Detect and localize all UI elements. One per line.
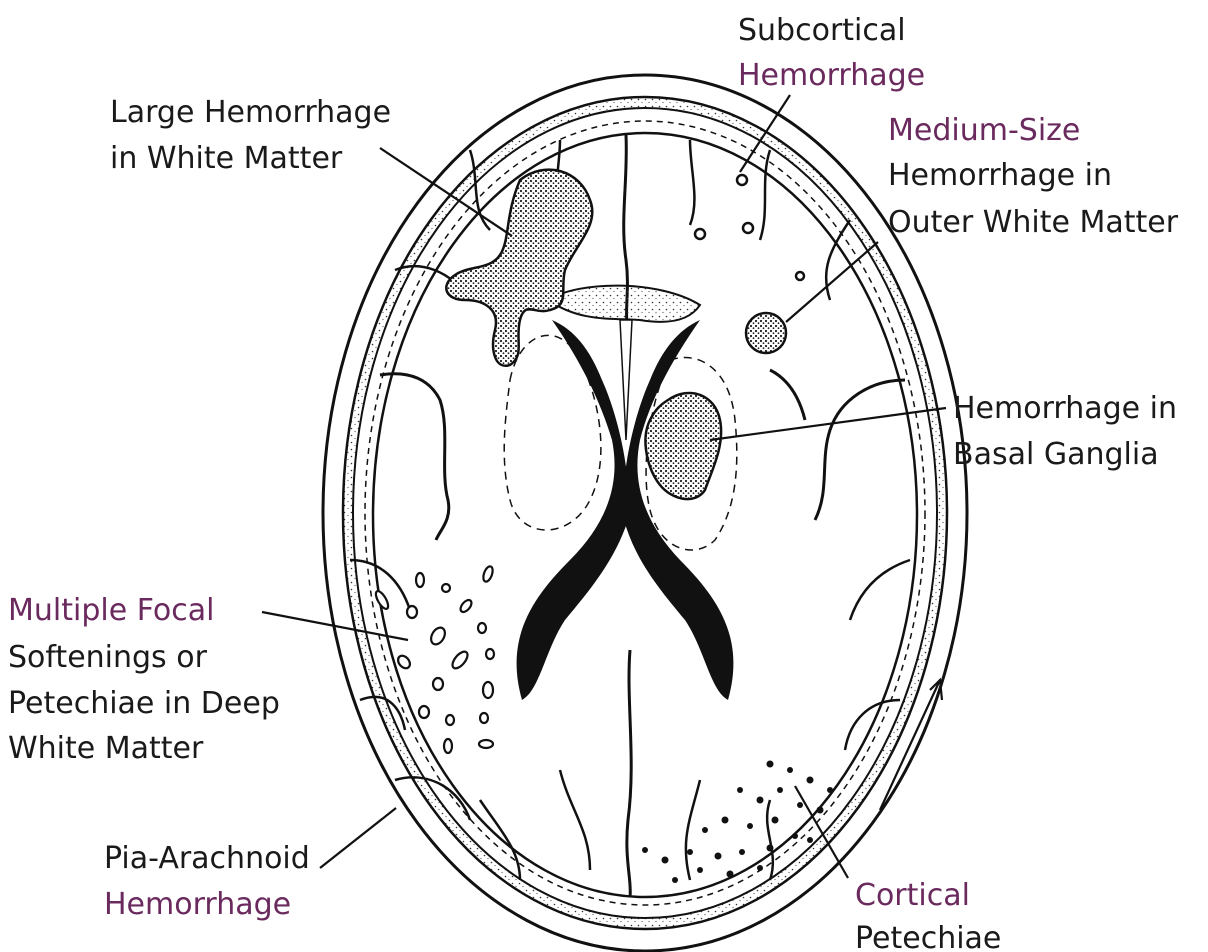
svg-text:Multiple Focal: Multiple Focal	[8, 593, 214, 628]
label-multiple-focal-softenings: Multiple Focal Softenings or Petechiae i…	[8, 593, 280, 766]
svg-text:Pia-Arachnoid: Pia-Arachnoid	[104, 841, 310, 876]
svg-text:White Matter: White Matter	[8, 731, 204, 766]
svg-text:Petechiae in Deep: Petechiae in Deep	[8, 686, 280, 721]
svg-text:Basal Ganglia: Basal Ganglia	[953, 437, 1159, 472]
label-subcortical-hemorrhage: Subcortical Hemorrhage	[738, 13, 925, 93]
svg-text:Hemorrhage in: Hemorrhage in	[953, 391, 1177, 426]
svg-text:Hemorrhage: Hemorrhage	[104, 887, 291, 922]
medium-outer-white-matter-hemorrhage	[746, 313, 786, 353]
label-medium-size-hemorrhage: Medium-Size Hemorrhage in Outer White Ma…	[888, 113, 1179, 240]
label-cortical-petechiae: Cortical Petechiae	[855, 878, 1001, 952]
svg-text:Cortical: Cortical	[855, 878, 970, 913]
svg-text:Petechiae: Petechiae	[855, 921, 1001, 952]
svg-text:Softenings or: Softenings or	[8, 640, 208, 675]
label-pia-arachnoid-hemorrhage: Pia-Arachnoid Hemorrhage	[104, 841, 310, 922]
svg-text:Outer White Matter: Outer White Matter	[888, 205, 1179, 240]
svg-text:Large Hemorrhage: Large Hemorrhage	[110, 95, 391, 130]
svg-text:Hemorrhage in: Hemorrhage in	[888, 158, 1112, 193]
label-large-hemorrhage-white-matter: Large Hemorrhage in White Matter	[110, 95, 391, 176]
label-basal-ganglia-hemorrhage: Hemorrhage in Basal Ganglia	[953, 391, 1177, 472]
svg-text:Medium-Size: Medium-Size	[888, 113, 1080, 148]
svg-text:in White Matter: in White Matter	[110, 141, 343, 176]
svg-text:Hemorrhage: Hemorrhage	[738, 58, 925, 93]
svg-text:Subcortical: Subcortical	[738, 13, 906, 48]
